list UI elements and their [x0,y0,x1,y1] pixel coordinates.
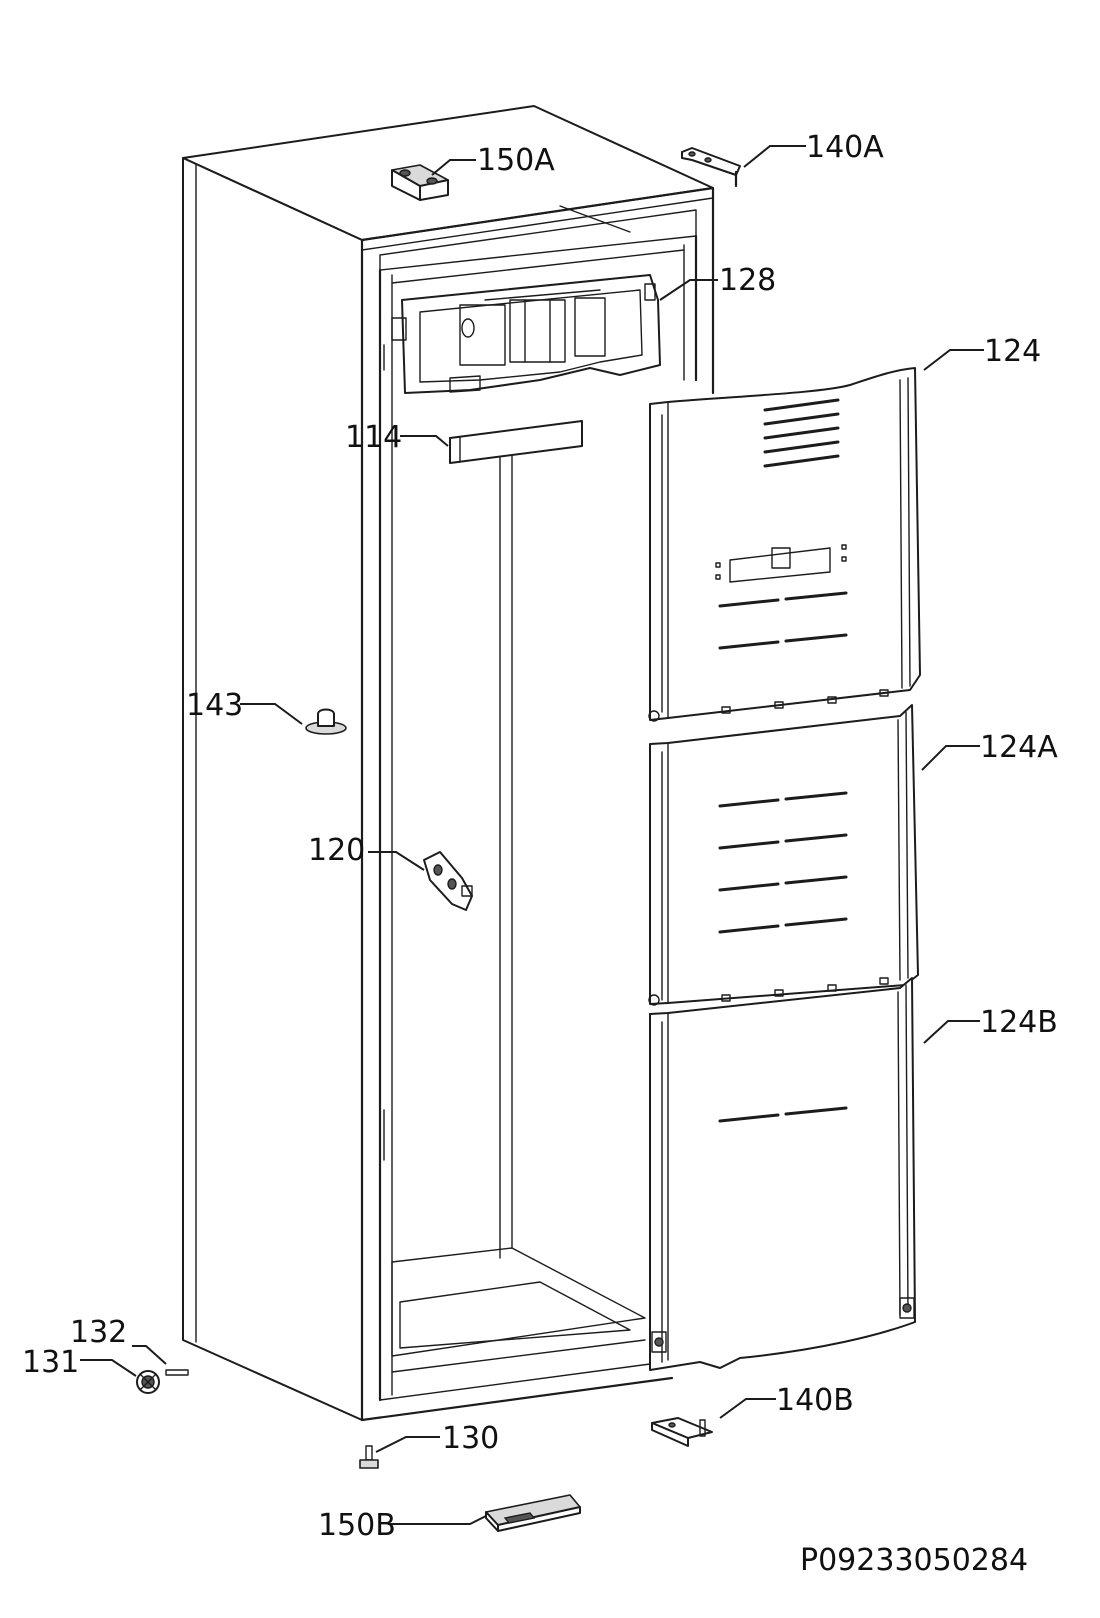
label-124: 124 [984,334,1041,369]
label-124B: 124B [980,1005,1058,1040]
label-140A: 140A [806,130,884,165]
part-124-upper-door-liner [648,367,921,722]
part-140B-bottom-hinge [651,1417,713,1447]
callout-labels: 150A 140A 128 124 114 143 124A 120 124B … [22,130,1058,1578]
part-130-adjustable-foot [359,1445,379,1469]
document-code: P09233050284 [800,1543,1028,1578]
label-140B: 140B [776,1383,854,1418]
label-150A: 150A [477,143,555,178]
label-131: 131 [22,1345,79,1380]
part-131-wheel [136,1370,160,1394]
part-114-cover-strip [449,420,583,464]
part-140A-top-hinge [681,147,741,188]
leader-lines [80,145,984,1525]
part-143-plug [305,708,347,735]
part-132-axle-pin [165,1369,189,1376]
label-114: 114 [345,420,402,455]
label-150B: 150B [318,1508,396,1543]
label-124A: 124A [980,730,1058,765]
label-143: 143 [186,688,243,723]
cabinet-body [182,105,715,1422]
part-124B-lower-door-liner [649,977,916,1371]
part-128-control-module [391,274,661,394]
part-120-bracket [423,851,473,911]
label-128: 128 [719,263,776,298]
part-150A-top-hinge-cover [391,164,449,201]
label-130: 130 [442,1421,499,1456]
label-120: 120 [308,833,365,868]
part-124A-middle-door-liner [648,704,919,1006]
part-150B-bottom-hinge-cover [485,1494,581,1532]
label-132: 132 [70,1315,127,1350]
